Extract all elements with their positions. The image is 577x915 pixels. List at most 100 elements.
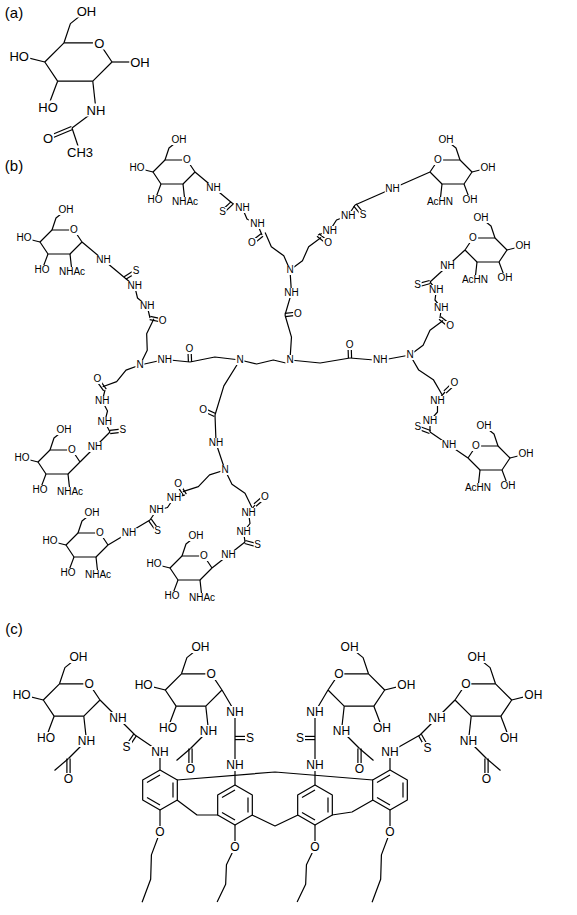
atom-label: NH — [205, 183, 221, 193]
atom-label: OH — [190, 641, 210, 653]
atom-label: OH — [473, 213, 490, 223]
atom-label: OH — [500, 481, 517, 491]
atom-label: NH — [428, 285, 444, 295]
bond — [373, 770, 408, 810]
atom-label: O — [93, 374, 103, 384]
atom-label: HO — [12, 689, 32, 701]
atom-label: O — [460, 678, 471, 690]
atom-label: NH — [86, 104, 107, 117]
bond — [82, 242, 125, 278]
bond — [302, 813, 315, 821]
atom-label: OH — [515, 241, 532, 251]
atom-label: NH — [220, 550, 236, 560]
bond — [430, 432, 468, 458]
bond — [100, 700, 135, 735]
atom-label: NHAc — [84, 570, 112, 580]
bond — [290, 358, 350, 363]
atom-label: O — [199, 551, 209, 561]
atom-label: S — [153, 526, 162, 536]
atom-label: O — [481, 773, 492, 785]
atom-label: O — [67, 445, 77, 455]
atom-label: NHAc — [58, 267, 86, 277]
atom-label: OH — [58, 205, 75, 215]
atom-label: O — [293, 309, 303, 319]
atom-label: HO — [129, 163, 146, 173]
bond — [147, 775, 160, 783]
bond — [225, 470, 252, 508]
bond — [183, 470, 225, 492]
bond — [487, 759, 501, 771]
bond — [430, 250, 465, 282]
atom-label: HO — [34, 265, 51, 275]
atom-label: N — [405, 350, 414, 360]
atom-label: NHAc — [188, 593, 216, 603]
bond — [215, 360, 240, 415]
bond — [410, 321, 443, 355]
bond — [177, 749, 191, 761]
atom-label: NH — [422, 416, 438, 426]
atom-label: NH — [150, 746, 169, 758]
atom-label: O — [384, 826, 395, 838]
bond — [298, 785, 333, 825]
atom-label: O — [93, 36, 105, 49]
atom-label: O — [158, 316, 168, 326]
atom-label: NH — [208, 438, 224, 448]
atom-label: O — [182, 155, 192, 165]
atom-label: O — [345, 340, 355, 350]
atom-label: HO — [147, 195, 164, 205]
bond — [377, 798, 390, 806]
atom-label: NH — [166, 493, 182, 503]
bond — [430, 392, 445, 432]
bond — [410, 355, 442, 395]
atom-label: NH — [429, 396, 445, 406]
atom-label: CH3 — [66, 146, 94, 159]
atom-label: O — [354, 763, 365, 775]
bond — [360, 749, 374, 761]
atom-label: NH — [157, 355, 173, 365]
atom-label: OH — [129, 56, 151, 69]
atom-label: O — [445, 321, 455, 331]
atom-label: OH — [188, 531, 205, 541]
atom-label: HO — [158, 722, 178, 734]
atom-label: O — [173, 479, 183, 489]
atom-label: OH — [84, 508, 101, 518]
bond — [302, 790, 315, 798]
bond — [143, 770, 178, 810]
atom-label: HO — [14, 453, 31, 463]
atom-label: OH — [518, 449, 535, 459]
bond — [240, 360, 290, 364]
atom-label: NH — [95, 255, 111, 265]
atom-label: NH — [240, 508, 256, 518]
atom-label: OH — [480, 163, 497, 173]
atom-label: O — [198, 405, 208, 415]
atom-label: NH — [441, 440, 457, 450]
atom-label: OH — [523, 689, 543, 701]
bond — [212, 542, 245, 568]
atom-label: HO — [42, 536, 59, 546]
atom-label: NH — [235, 527, 251, 537]
bond — [177, 800, 218, 815]
atom-label: NH — [148, 505, 164, 515]
atom-label: OH — [462, 195, 479, 205]
bond — [172, 783, 173, 798]
atom-label: O — [42, 132, 54, 145]
atom-label: N — [220, 465, 229, 475]
atom-label: O — [468, 233, 478, 243]
atom-label: NH — [380, 746, 399, 758]
bond — [147, 798, 160, 806]
atom-label: HO — [37, 100, 59, 113]
bond — [222, 813, 235, 821]
bond — [217, 847, 235, 902]
bond — [327, 798, 328, 813]
atom-label: NH — [283, 288, 299, 298]
atom-label: AcHN — [464, 483, 492, 493]
atom-label: NH — [340, 211, 356, 221]
atom-label: HO — [164, 591, 181, 601]
atom-label: S — [413, 422, 422, 432]
atom-label: S — [122, 741, 132, 753]
atom-label: NH — [433, 303, 449, 313]
atom-label: OH — [499, 732, 519, 744]
atom-label: NHAc — [171, 197, 199, 207]
atom-label: NH — [121, 528, 137, 538]
